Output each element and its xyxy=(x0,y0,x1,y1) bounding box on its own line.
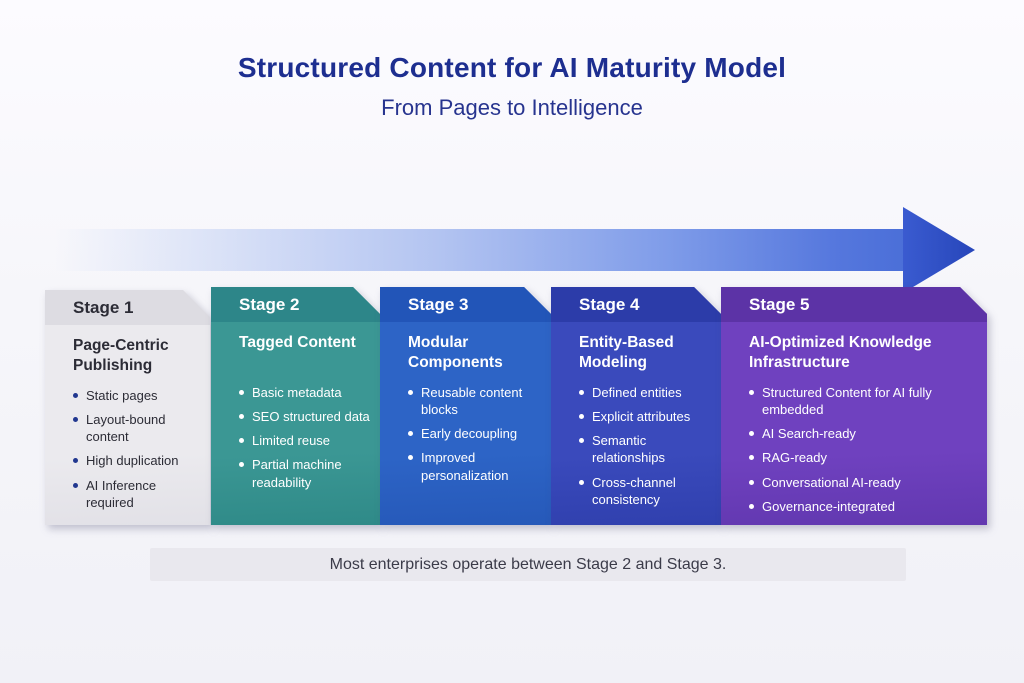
bullet-item: RAG-ready xyxy=(749,449,977,466)
stage-1-bullet-list: Static pages Layout-bound content High d… xyxy=(45,387,210,511)
stage-4-header-band: Stage 4 xyxy=(551,287,721,322)
arrow-head-icon xyxy=(903,207,975,293)
stage-card-2: Stage 2 Tagged Content Basic metadata SE… xyxy=(211,287,380,525)
stage-card-3: Stage 3 Modular Components Reusable cont… xyxy=(380,287,551,525)
bullet-item: SEO structured data xyxy=(239,408,370,425)
bullet-item: Early decoupling xyxy=(408,425,541,442)
stage-2-bullet-list: Basic metadata SEO structured data Limit… xyxy=(211,384,380,491)
bullet-item: Reusable content blocks xyxy=(408,384,541,418)
stage-4-bullet-list: Defined entities Explicit attributes Sem… xyxy=(551,384,721,508)
page-title: Structured Content for AI Maturity Model xyxy=(237,52,787,83)
stage-card-5-surface: Stage 5 AI-Optimized Knowledge Infrastru… xyxy=(721,287,987,525)
stage-5-title: AI-Optimized Knowledge Infrastructure xyxy=(749,334,932,372)
bullet-item: Limited reuse xyxy=(239,432,370,449)
stage-1-title: Page-Centric Publishing xyxy=(73,337,169,375)
stage-3-title: Modular Components xyxy=(408,334,503,372)
stage-card-5: Stage 5 AI-Optimized Knowledge Infrastru… xyxy=(721,287,987,525)
bullet-item: Defined entities xyxy=(579,384,711,401)
stage-2-title: Tagged Content xyxy=(239,334,356,351)
stage-3-bullet-list: Reusable content blocks Early decoupling… xyxy=(380,384,551,484)
stage-2-header-band: Stage 2 xyxy=(211,287,380,322)
stage-2-label: Stage 2 xyxy=(239,295,300,314)
stage-3-header-band: Stage 3 xyxy=(380,287,551,322)
stage-card-1: Stage 1 Page-Centric Publishing Static p… xyxy=(45,290,210,525)
stage-4-title: Entity-Based Modeling xyxy=(579,334,674,372)
bullet-item: Partial machine readability xyxy=(239,456,370,490)
stage-4-label: Stage 4 xyxy=(579,295,640,314)
bullet-item: Structured Content for AI fully embedded xyxy=(749,384,977,418)
stage-card-4: Stage 4 Entity-Based Modeling Defined en… xyxy=(551,287,721,525)
stage-card-3-surface: Stage 3 Modular Components Reusable cont… xyxy=(380,287,551,525)
bullet-item: AI Inference required xyxy=(73,477,200,511)
bullet-item: Improved personalization xyxy=(408,449,541,483)
footer-note: Most enterprises operate between Stage 2… xyxy=(150,548,906,581)
stage-1-label: Stage 1 xyxy=(73,298,134,317)
bullet-item: High duplication xyxy=(73,452,200,469)
bullet-item: Cross-channel consistency xyxy=(579,474,711,508)
stage-5-header-band: Stage 5 xyxy=(721,287,987,322)
stage-card-1-surface: Stage 1 Page-Centric Publishing Static p… xyxy=(45,290,210,525)
arrow-body xyxy=(55,229,905,271)
stage-card-4-surface: Stage 4 Entity-Based Modeling Defined en… xyxy=(551,287,721,525)
stage-1-header-band: Stage 1 xyxy=(45,290,210,325)
stage-card-2-surface: Stage 2 Tagged Content Basic metadata SE… xyxy=(211,287,380,525)
page-subtitle: From Pages to Intelligence xyxy=(381,95,643,120)
stage-5-label: Stage 5 xyxy=(749,295,810,314)
bullet-item: Conversational AI-ready xyxy=(749,474,977,491)
bullet-item: Semantic relationships xyxy=(579,432,711,466)
bullet-item: Layout-bound content xyxy=(73,411,200,445)
bullet-item: Explicit attributes xyxy=(579,408,711,425)
stage-3-label: Stage 3 xyxy=(408,295,469,314)
bullet-item: Static pages xyxy=(73,387,200,404)
bullet-item: Governance-integrated xyxy=(749,498,977,515)
stage-5-bullet-list: Structured Content for AI fully embedded… xyxy=(721,384,987,515)
bullet-item: Basic metadata xyxy=(239,384,370,401)
bullet-item: AI Search-ready xyxy=(749,425,977,442)
